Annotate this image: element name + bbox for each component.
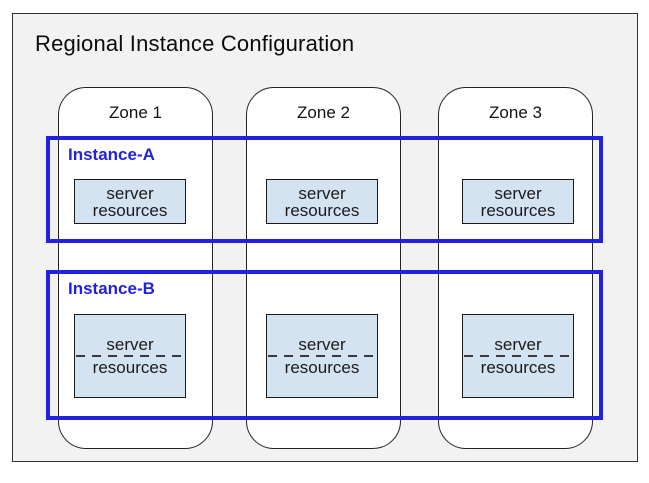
dashed-divider (268, 355, 376, 357)
resource-label-line2: resources (480, 200, 556, 220)
zone-3-label: Zone 3 (489, 103, 542, 122)
resource-label-line1: server (494, 335, 542, 354)
server-resources-box-b-zone3: server resources (462, 314, 574, 398)
resource-label-line1: server (106, 183, 154, 203)
instance-a-box: Instance-A (46, 136, 603, 243)
server-resources-box-a-zone1: server resources (74, 179, 186, 224)
server-resources-box-a-zone3: server resources (462, 179, 574, 224)
region-container: Regional Instance Configuration Zone 1 Z… (12, 13, 638, 462)
resource-label-line1: server (298, 183, 346, 203)
instance-b-label: Instance-B (68, 279, 155, 298)
resource-label-line1: server (106, 335, 154, 354)
dashed-divider (76, 355, 184, 357)
server-resources-box-b-zone2: server resources (266, 314, 378, 398)
instance-b-box: Instance-B (46, 270, 603, 420)
server-resources-box-a-zone2: server resources (266, 179, 378, 224)
dashed-divider (464, 355, 572, 357)
zone-1-label: Zone 1 (109, 103, 162, 122)
resource-label-line2: resources (284, 200, 360, 220)
resource-label-line2: resources (480, 358, 556, 377)
zone-2-label: Zone 2 (297, 103, 350, 122)
resource-label-line2: resources (92, 358, 168, 377)
resource-label-line2: resources (92, 200, 168, 220)
server-resources-box-b-zone1: server resources (74, 314, 186, 398)
region-title: Regional Instance Configuration (35, 31, 355, 56)
resource-label-line2: resources (284, 358, 360, 377)
resource-label-line1: server (494, 183, 542, 203)
instance-a-label: Instance-A (68, 145, 155, 164)
resource-label-line1: server (298, 335, 346, 354)
